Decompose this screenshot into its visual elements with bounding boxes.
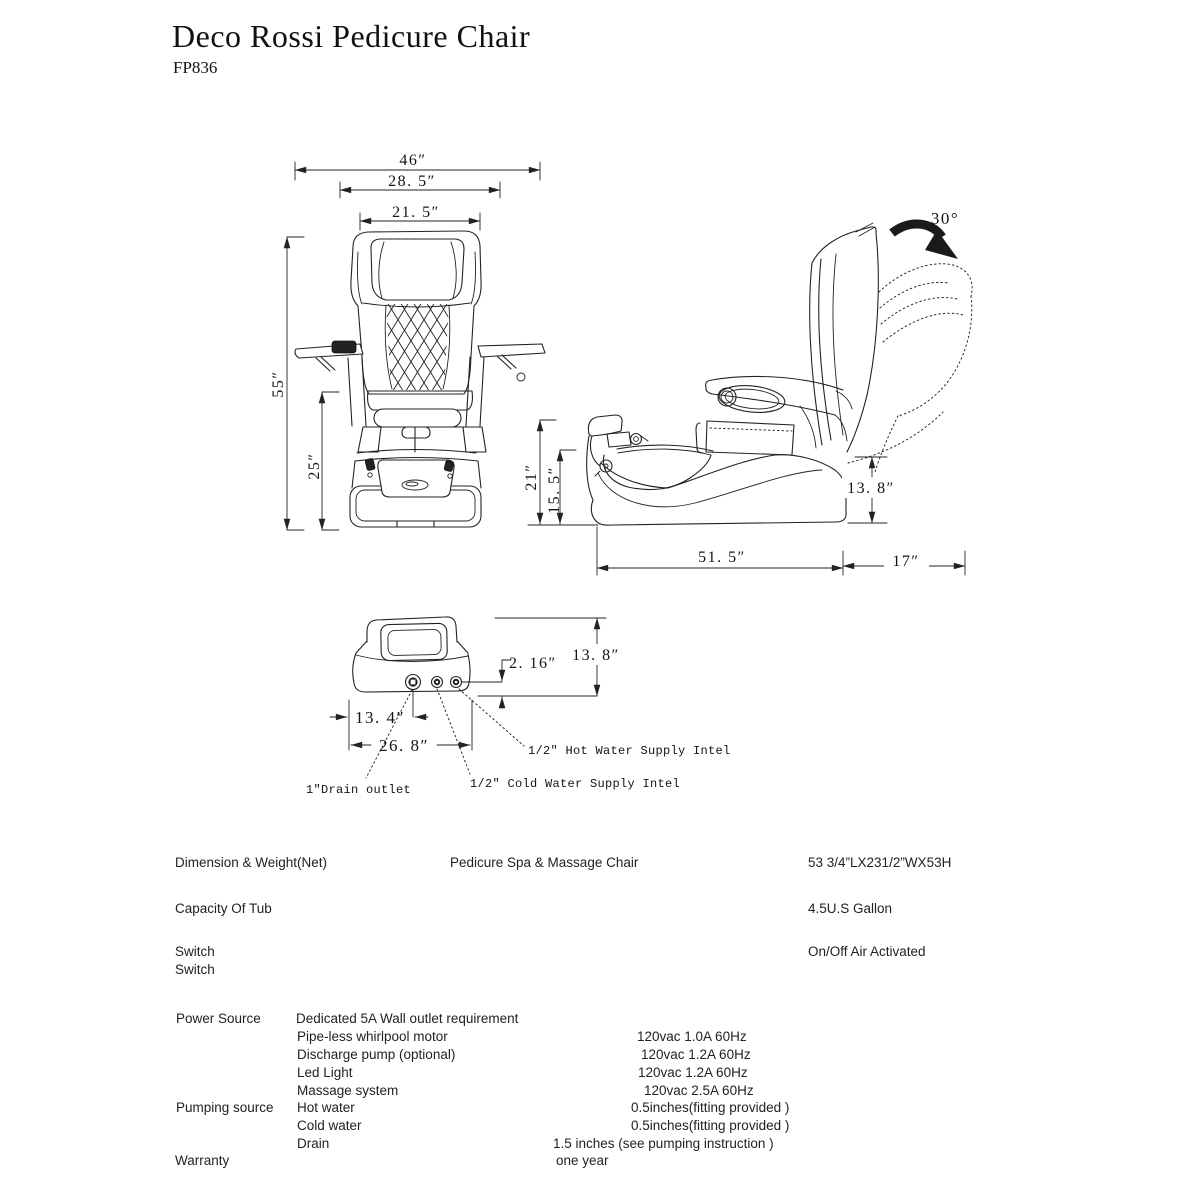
spec-label-pumping: Pumping source (176, 1100, 274, 1115)
spec-power-item-name: Led Light (297, 1065, 353, 1080)
page-title: Deco Rossi Pedicure Chair (172, 18, 531, 54)
technical-drawing: 46″ 28. 5″ 21. 5″ 55″ 25″ 21″ 15. 5″ (270, 152, 973, 797)
front-view-drawing (294, 230, 546, 528)
dim-side-base-height: 13. 8″ (847, 480, 895, 497)
spec-label-dimension: Dimension & Weight(Net) (175, 855, 328, 870)
spec-power-item-value: 120vac 1.0A 60Hz (637, 1029, 747, 1044)
spec-label-capacity: Capacity Of Tub (175, 901, 272, 916)
cold-water-leader-line (436, 688, 471, 775)
dim-base-width: 26. 8″ (379, 736, 429, 755)
spec-power-item-value: 120vac 1.2A 60Hz (638, 1065, 748, 1080)
side-foot-bowl (587, 414, 714, 491)
spec-pumping-item-name: Hot water (297, 1100, 355, 1115)
spec-item-dimension: Pedicure Spa & Massage Chair (450, 855, 639, 870)
cold-water-port (430, 675, 444, 689)
drain-label: 1″Drain outlet (306, 783, 411, 797)
dim-drain-offset: 13. 4″ (355, 708, 405, 727)
hot-water-label: 1/2″ Hot Water Supply Intel (528, 744, 731, 758)
model-number: FP836 (173, 58, 218, 77)
side-base (586, 435, 847, 526)
seat (367, 390, 473, 439)
spec-pumping-item-value: 0.5inches(fitting provided ) (631, 1100, 790, 1115)
spec-label-power: Power Source (176, 1011, 261, 1026)
spec-value-warranty: one year (556, 1153, 609, 1168)
dim-height-footrest: 15. 5″ (546, 466, 563, 514)
side-backrest (809, 222, 879, 453)
spec-pumping-item-value: 1.5 inches (see pumping instruction ) (553, 1136, 774, 1151)
armrest-left (294, 340, 367, 427)
spec-value-dimension: 53 3/4”LX231/2”WX53H (808, 855, 952, 870)
spec-label-switch-1: Switch (175, 944, 215, 959)
spec-value-switch: On/Off Air Activated (808, 944, 926, 959)
side-armrest (705, 375, 853, 449)
dim-bottom-base-height: 13. 8″ (572, 647, 620, 664)
base-unit (352, 616, 471, 693)
hot-water-leader-line (458, 688, 525, 747)
spec-pumping-item-name: Drain (297, 1136, 330, 1151)
foot-basin-front (349, 426, 487, 528)
spec-power-item-name: Pipe-less whirlpool motor (297, 1029, 448, 1044)
dim-base-length: 51. 5″ (698, 549, 746, 566)
drain-port (404, 673, 422, 691)
spec-power-item-value: 120vac 2.5A 60Hz (644, 1083, 754, 1098)
dim-height-basin: 21″ (523, 463, 540, 490)
spec-power-item-name: Discharge pump (optional) (297, 1047, 456, 1062)
spec-pumping-item-name: Cold water (297, 1118, 362, 1133)
bottom-view-dimensions: 2. 16″ 13. 8″ 13. 4″ 26. 8″ (329, 617, 624, 755)
armrest-right (465, 343, 546, 427)
dim-width-overall: 46″ (399, 152, 426, 169)
cold-water-label: 1/2″ Cold Water Supply Intel (470, 777, 680, 791)
dim-port-offset: 2. 16″ (509, 655, 557, 672)
spec-value-capacity: 4.5U.S Gallon (808, 901, 893, 916)
headrest (370, 238, 465, 301)
recline-angle-label: 30° (931, 209, 959, 228)
drain-leader-line (365, 689, 413, 779)
recline-arrow (889, 219, 958, 259)
spec-label-switch-2: Switch (175, 962, 215, 977)
spec-pumping-item-value: 0.5inches(fitting provided ) (631, 1118, 790, 1133)
reclined-backrest-ghost (847, 263, 973, 473)
hot-water-port (449, 675, 463, 689)
dim-height-overall: 55″ (270, 370, 287, 397)
side-view-dimensions: 13. 8″ 51. 5″ 17″ (596, 456, 966, 576)
spec-power-requirement: Dedicated 5A Wall outlet requirement (296, 1011, 519, 1026)
spec-power-item-value: 120vac 1.2A 60Hz (641, 1047, 751, 1062)
spec-label-warranty: Warranty (175, 1153, 230, 1168)
dim-height-seat: 25″ (306, 452, 323, 479)
dim-width-back: 28. 5″ (388, 173, 436, 190)
bottom-view-drawing: 2. 16″ 13. 8″ 13. 4″ 26. 8″ (306, 616, 731, 797)
side-view-drawing: 30° (586, 209, 973, 526)
spec-power-item-name: Massage system (297, 1083, 399, 1098)
port-labels: 1/2″ Hot Water Supply Intel 1/2″ Cold Wa… (306, 688, 731, 797)
front-view-dimensions: 46″ 28. 5″ 21. 5″ 55″ 25″ 21″ 15. 5″ (270, 152, 599, 531)
dim-width-headrest: 21. 5″ (392, 204, 440, 221)
dim-extension: 17″ (892, 553, 919, 570)
